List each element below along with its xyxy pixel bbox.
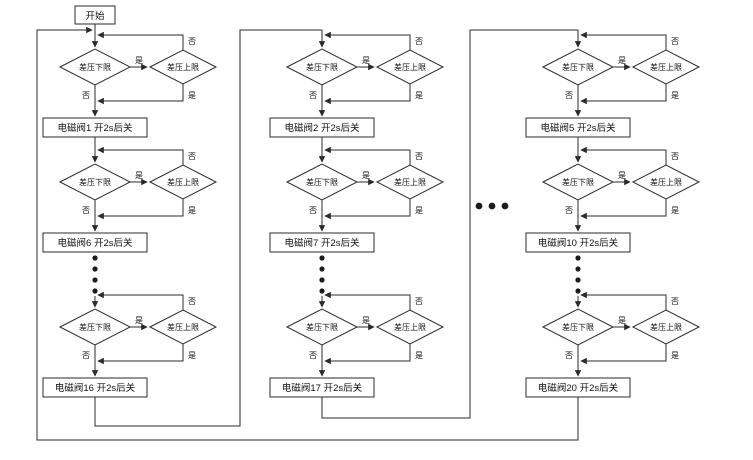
valve-label: 电磁阀2 开2s后关 [285, 122, 360, 134]
flow-unit: 电磁阀5 开2s后关 [526, 35, 699, 137]
outer-feedback-line [36, 26, 579, 441]
vertical-ellipsis [575, 255, 581, 294]
valve-label: 电磁阀16 开2s后关 [55, 382, 136, 394]
valve-label: 电磁阀5 开2s后关 [541, 122, 616, 134]
flow-unit: 电磁阀6 开2s后关 [43, 150, 216, 252]
valve-label: 电磁阀10 开2s后关 [538, 237, 619, 249]
start-label: 开始 [85, 10, 105, 22]
valve-label: 电磁阀7 开2s后关 [285, 237, 360, 249]
connector-col2-col3 [321, 29, 582, 419]
flow-unit: 电磁阀20 开2s后关 [526, 295, 699, 397]
flow-unit: 电磁阀1 开2s后关 [43, 35, 216, 137]
valve-label: 电磁阀20 开2s后关 [538, 382, 619, 394]
connector-col1-col2 [94, 29, 326, 427]
vertical-ellipsis [319, 255, 325, 294]
flow-unit: 电磁阀10 开2s后关 [526, 150, 699, 252]
flow-unit: 电磁阀7 开2s后关 [270, 150, 443, 252]
valve-label: 电磁阀1 开2s后关 [58, 122, 133, 134]
flow-unit: 电磁阀16 开2s后关 [43, 295, 216, 397]
horizontal-ellipsis [475, 202, 509, 210]
vertical-ellipsis [92, 255, 98, 294]
flow-unit: 电磁阀2 开2s后关 [270, 35, 443, 137]
valve-label: 电磁阀6 开2s后关 [58, 237, 133, 249]
valve-label: 电磁阀17 开2s后关 [282, 382, 363, 394]
flow-unit: 电磁阀17 开2s后关 [270, 295, 443, 397]
